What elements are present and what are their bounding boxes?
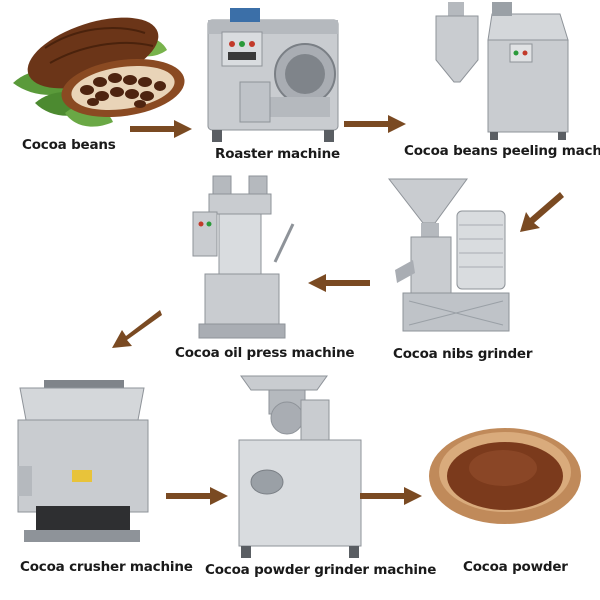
- arrow-roaster-to-peeling: [344, 115, 406, 133]
- cocoa-powder-bowl-image: [429, 428, 581, 524]
- oil-press-machine-image: [192, 175, 295, 339]
- step-label-cocoa-powder: Cocoa powder: [463, 559, 568, 575]
- arrow-grinder-to-powder: [360, 487, 422, 505]
- arrow-crusher-to-powder-grinder: [166, 487, 228, 505]
- roaster-machine-image: [207, 8, 339, 142]
- peeling-machine-image: [435, 2, 569, 140]
- step-label-oil-press: Cocoa oil press machine: [175, 345, 355, 361]
- step-label-powder-grinder: Cocoa powder grinder machine: [205, 562, 437, 578]
- arrow-nibs-to-press: [308, 274, 370, 292]
- step-label-nibs-grinder: Cocoa nibs grinder: [393, 346, 533, 362]
- step-label-cocoa-beans: Cocoa beans: [22, 137, 116, 153]
- nibs-grinder-image: [387, 178, 510, 332]
- step-label-roaster-machine: Roaster machine: [215, 146, 340, 162]
- powder-grinder-machine-image: [238, 375, 362, 558]
- arrow-press-to-crusher: [112, 310, 162, 348]
- arrow-peeling-to-nibs: [520, 192, 564, 232]
- cocoa-pod-image: [13, 17, 185, 127]
- arrow-beans-to-roaster: [130, 120, 192, 138]
- step-label-peeling-machine: Cocoa beans peeling machine: [404, 143, 600, 159]
- crusher-machine-image: [17, 380, 149, 542]
- step-label-crusher-machine: Cocoa crusher machine: [20, 559, 193, 575]
